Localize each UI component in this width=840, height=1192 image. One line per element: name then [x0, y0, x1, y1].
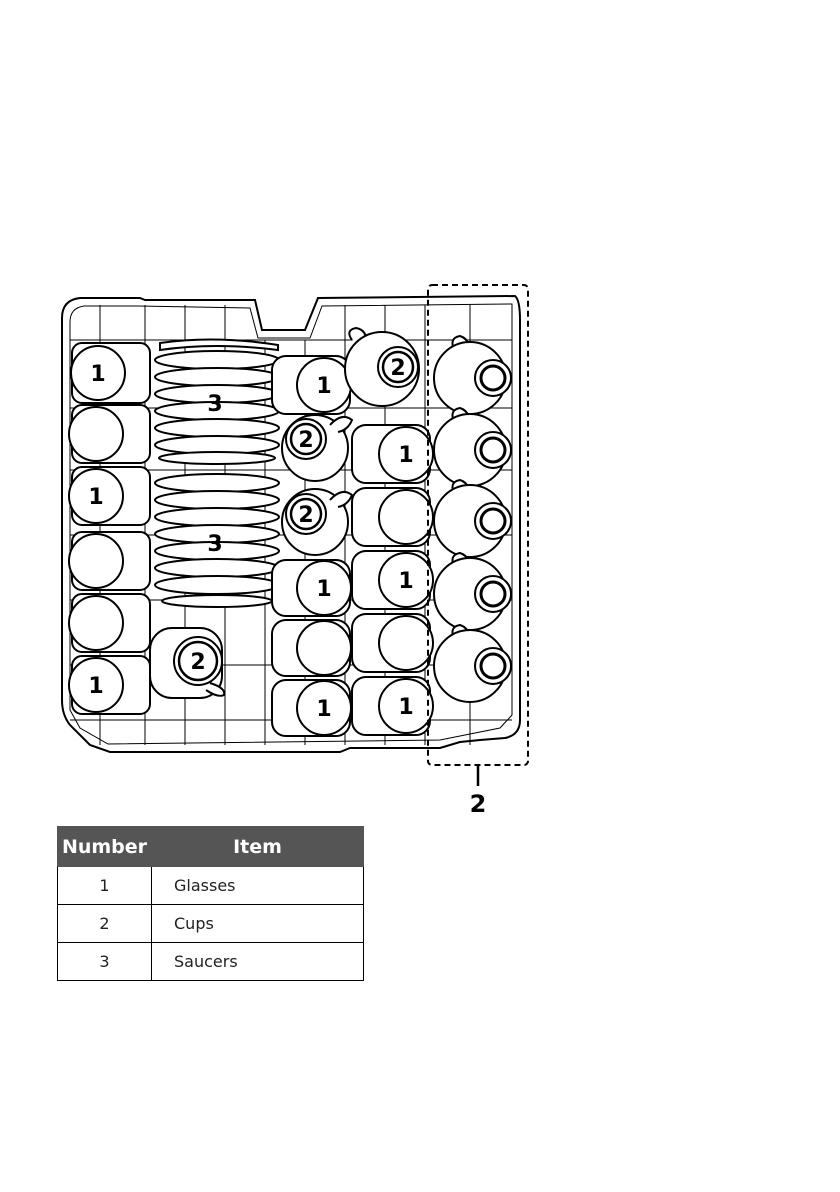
label-cups: 2: [298, 428, 313, 453]
row-item: Saucers: [152, 943, 364, 981]
cup-mid-2: 2: [282, 415, 352, 481]
glass-mid-4: 1: [272, 680, 351, 736]
label-glasses: 1: [90, 362, 105, 387]
glass-mid-3: [272, 620, 351, 676]
cup-shelf-cups: [434, 336, 511, 702]
callout-label: 2: [470, 790, 487, 818]
label-glasses: 1: [398, 443, 413, 468]
row-number: 2: [58, 905, 152, 943]
glass-mr-5: 1: [352, 677, 433, 735]
row-number: 1: [58, 867, 152, 905]
glass-left-3: 1: [69, 467, 150, 525]
legend-header-row: Number Item: [58, 827, 364, 867]
cup-right-2: [434, 408, 511, 486]
glass-mr-1: 1: [352, 425, 433, 483]
glass-mr-2: [352, 488, 433, 546]
label-saucers: 3: [207, 392, 222, 417]
glass-left-4: [69, 532, 150, 590]
label-glasses: 1: [316, 374, 331, 399]
label-cups: 2: [390, 356, 405, 381]
label-cups: 2: [298, 503, 313, 528]
glass-mr-3: 1: [352, 551, 433, 609]
glass-mr-4: [352, 614, 433, 672]
table-row: 3 Saucers: [58, 943, 364, 981]
cup-right-5: [434, 625, 511, 702]
label-saucers: 3: [207, 532, 222, 557]
table-row: 2 Cups: [58, 905, 364, 943]
label-glasses: 1: [398, 569, 413, 594]
legend-table: Number Item 1 Glasses 2 Cups 3 Saucers: [57, 826, 364, 981]
label-glasses: 1: [316, 697, 331, 722]
glass-left-1: 1: [71, 343, 150, 403]
cup-mid-3: 2: [282, 489, 352, 555]
glass-left-5: [69, 594, 150, 652]
row-number: 3: [58, 943, 152, 981]
label-glasses: 1: [316, 577, 331, 602]
label-cups: 2: [190, 650, 205, 675]
cup-right-3: [434, 480, 511, 557]
label-glasses: 1: [88, 485, 103, 510]
label-glasses: 1: [398, 695, 413, 720]
glass-mid-1: 1: [272, 356, 351, 414]
glass-left-6: 1: [69, 656, 150, 714]
glass-left-2: [69, 405, 150, 463]
header-number: Number: [58, 827, 152, 867]
row-item: Cups: [152, 905, 364, 943]
row-item: Glasses: [152, 867, 364, 905]
cup-right-1: [434, 336, 511, 414]
glass-mid-2: 1: [272, 560, 351, 616]
table-row: 1 Glasses: [58, 867, 364, 905]
header-item: Item: [152, 827, 364, 867]
cup-right-4: [434, 553, 511, 630]
label-glasses: 1: [88, 674, 103, 699]
cup-bottom-left: 2: [150, 628, 224, 698]
